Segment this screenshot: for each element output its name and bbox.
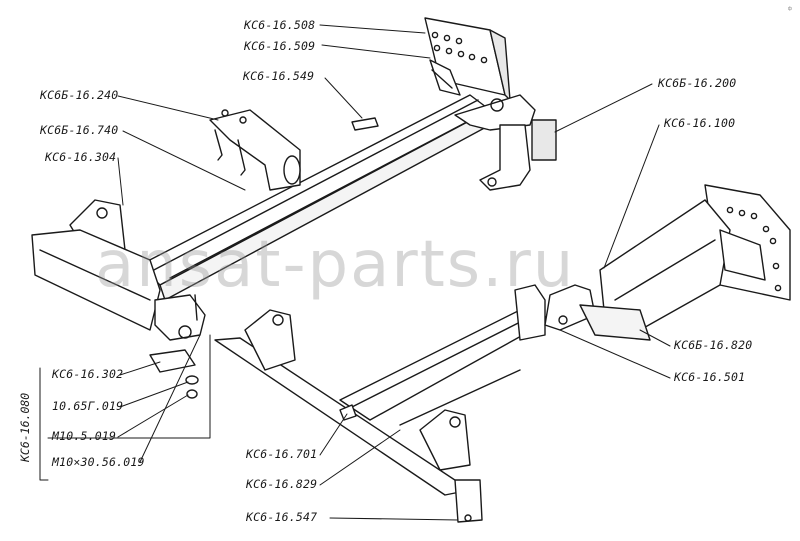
right-mount-plate [579,184,791,341]
label-10-65g-019: 10.65Г.019 [52,399,124,413]
watermark-text: ansat-parts.ru [95,228,576,302]
clamp-assembly [149,294,206,399]
label-ks6b-16-820: КС6Б-16.820 [674,338,753,352]
label-ks6b-16-240: КС6Б-16.240 [40,88,119,102]
left-bracket [31,199,161,331]
label-ks6-16-549: КС6-16.549 [243,69,315,83]
small-plate-549 [351,117,379,131]
upper-mount-plate [424,17,511,101]
label-ks6-16-701: КС6-16.701 [246,447,318,461]
label-m10x30-56-019: М10×30.56.019 [52,455,145,469]
label-ks6-16-302: КС6-16.302 [52,367,124,381]
label-ks6-16-100: КС6-16.100 [664,116,736,130]
lower-left-bracket [244,309,296,371]
label-ks6b-16-740: КС6Б-16.740 [40,123,119,137]
upper-beam [139,94,491,301]
group-bracket-080 [47,334,211,439]
label-m10-5-019: М10.5.019 [52,429,117,443]
label-ks6-16-547: КС6-16.547 [246,510,318,524]
leader-lines [117,24,671,521]
label-ks6-16-508: КС6-16.508 [244,18,316,32]
label-ks6-16-509: КС6-16.509 [244,39,316,53]
label-ks6-16-304: КС6-16.304 [45,150,117,164]
hook-unit [454,94,557,191]
label-ks6-16-501: КС6-16.501 [674,370,746,384]
label-ks6-16-829: КС6-16.829 [246,477,318,491]
corner-mark: ф [787,6,792,12]
label-ks6-16-080: КС6-16.080 [18,392,32,462]
lower-right-bracket [339,404,483,523]
label-ks6b-16-200: КС6Б-16.200 [658,76,737,90]
hitch-joint [514,284,596,341]
upper-fork [209,109,301,191]
